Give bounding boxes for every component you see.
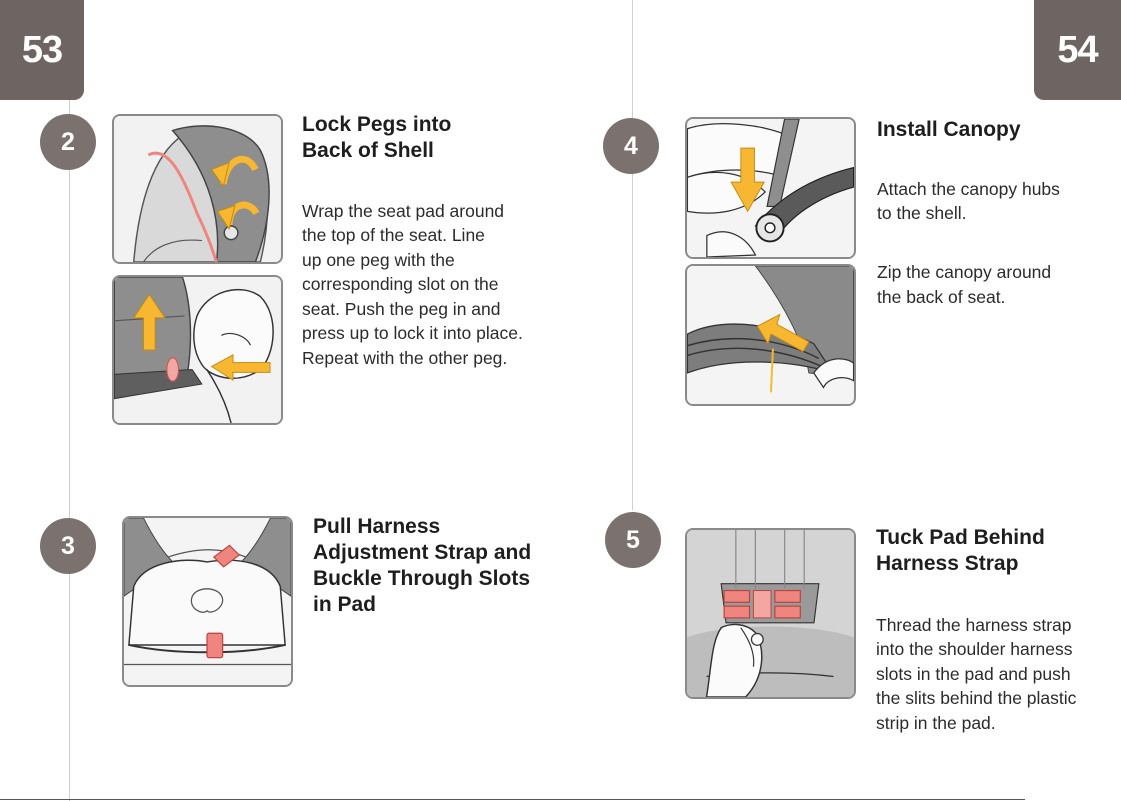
step-2-illustration-top <box>112 114 283 264</box>
seat-shell-illustration <box>114 116 281 262</box>
step-3-number: 3 <box>40 518 96 574</box>
harness-pad-illustration <box>124 518 291 685</box>
peg-lock-illustration <box>114 277 281 423</box>
step-3-title: Pull Harness Adjustment Strap and Buckle… <box>313 514 531 618</box>
canopy-hub-illustration <box>687 119 854 257</box>
step-4-paragraph-1: Attach the canopy hubs to the shell. <box>877 177 1060 226</box>
step-5-title: Tuck Pad Behind Harness Strap <box>876 525 1045 577</box>
step-5-illustration <box>685 528 856 699</box>
step-5-number: 5 <box>605 512 661 568</box>
step-4-body: Attach the canopy hubs to the shell. Zip… <box>877 152 1060 344</box>
step-2-title: Lock Pegs into Back of Shell <box>302 112 451 164</box>
step-4-paragraph-2: Zip the canopy around the back of seat. <box>877 260 1060 309</box>
step-4-illustration-top <box>685 117 856 259</box>
page-spine-line <box>632 0 633 510</box>
step-2-paragraph-1: Wrap the seat pad around the top of the … <box>302 199 523 371</box>
page-number-left: 53 <box>0 0 84 100</box>
step-2-illustration-bottom <box>112 275 283 425</box>
step-3-illustration <box>122 516 293 687</box>
page-number-right: 54 <box>1034 0 1121 100</box>
step-4-title: Install Canopy <box>877 117 1021 143</box>
step-4-illustration-bottom <box>685 264 856 406</box>
canopy-zip-illustration <box>687 266 854 404</box>
step-4-number: 4 <box>603 118 659 174</box>
bottom-rule <box>0 799 1025 800</box>
step-2-body: Wrap the seat pad around the top of the … <box>302 174 523 405</box>
step-5-paragraph-1: Thread the harness strap into the should… <box>876 613 1076 736</box>
step-5-body: Thread the harness strap into the should… <box>876 588 1076 770</box>
pad-tuck-illustration <box>687 530 854 697</box>
step-2-number: 2 <box>40 114 96 170</box>
